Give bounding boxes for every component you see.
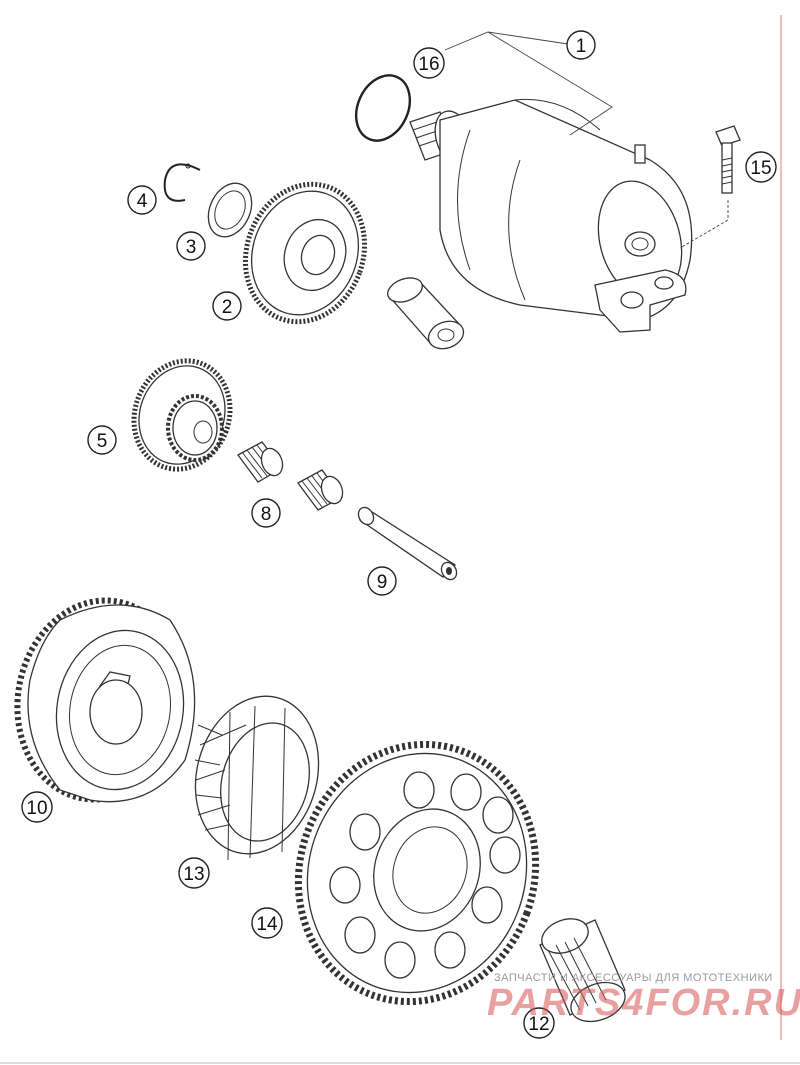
part-14-driven-gear [294, 740, 540, 1006]
callout-label-12: 12 [528, 1014, 549, 1035]
part-16-o-ring [354, 74, 412, 142]
part-10-freewheel-housing [14, 597, 196, 803]
callout-label-15: 15 [750, 158, 771, 179]
callout-16: 16 [413, 47, 445, 79]
callout-14: 14 [251, 907, 283, 939]
callout-9: 9 [367, 566, 397, 596]
callout-label-2: 2 [222, 297, 233, 318]
callout-label-10: 10 [26, 798, 47, 819]
part-9-shaft [357, 506, 458, 581]
part-8-needle-bearing-a [237, 441, 284, 483]
leader-1 [444, 31, 613, 136]
part-3-washer [207, 182, 253, 238]
part-12-needle-bearing [539, 918, 626, 1023]
callout-10: 10 [21, 791, 53, 823]
part-4-circlip [163, 163, 201, 202]
part-8-needle-bearing-b [297, 469, 344, 511]
callout-5: 5 [87, 425, 117, 455]
callout-15: 15 [745, 151, 777, 183]
part-13-freewheel [194, 695, 320, 861]
watermark-brand: PARTS4FOR.RU [487, 982, 800, 1024]
part-15-bolt [715, 125, 741, 194]
callout-1: 1 [566, 30, 596, 60]
part-sleeve [386, 277, 465, 350]
callout-12: 12 [523, 1007, 555, 1039]
callout-4: 4 [127, 185, 157, 215]
callout-label-5: 5 [97, 431, 108, 452]
part-1-starter-motor [409, 98, 693, 333]
callout-3: 3 [176, 231, 206, 261]
callout-label-16: 16 [418, 54, 439, 75]
callout-label-9: 9 [377, 572, 388, 593]
callout-label-14: 14 [256, 914, 278, 935]
watermark-tagline: ЗАПЧАСТИ И АКСЕССУАРЫ ДЛЯ МОТОТЕХНИКИ [494, 972, 773, 984]
part-2-intermediate-gear [242, 181, 368, 325]
callout-8: 8 [251, 498, 281, 528]
callout-label-3: 3 [186, 237, 197, 258]
callout-label-13: 13 [183, 864, 204, 885]
callout-2: 2 [212, 291, 242, 321]
callout-label-8: 8 [261, 504, 272, 525]
callout-label-1: 1 [576, 36, 587, 57]
part-5-double-gear [131, 358, 233, 472]
leader-15 [679, 200, 729, 249]
callout-13: 13 [178, 857, 210, 889]
callout-label-4: 4 [137, 191, 148, 212]
